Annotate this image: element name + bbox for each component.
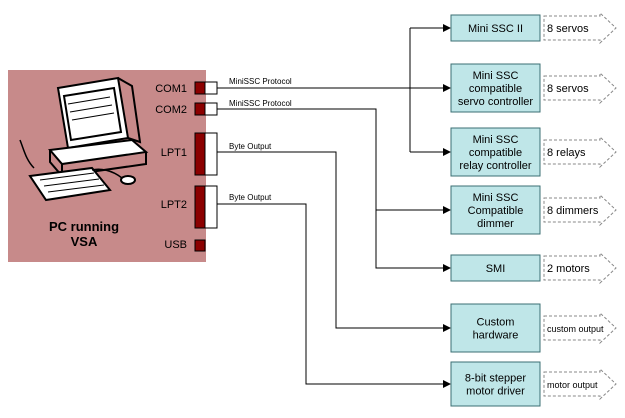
device-label-relay-controller-2: compatible	[469, 147, 522, 159]
output-label-dimmer: 8 dimmers	[547, 205, 599, 217]
pc-block: PC running VSA COM1 COM2 LPT1 LPT2 USB	[8, 70, 218, 262]
computer-icon	[19, 76, 149, 202]
output-arrow-servo-controller	[543, 71, 617, 105]
wire-label-lpt2: Byte Output	[229, 193, 272, 202]
device-label-dimmer-1: Mini SSC	[473, 192, 519, 204]
wire-lpt1-to-custom-hardware	[217, 151, 451, 332]
device-label-servo-controller-2: compatible	[469, 83, 522, 95]
device-box-smi	[450, 254, 541, 282]
output-label-stepper-driver: motor output	[547, 380, 598, 390]
device-label-custom-hardware-1: Custom	[477, 317, 515, 329]
wire-label-lpt1: Byte Output	[229, 142, 272, 151]
device-label-smi-1: SMI	[486, 263, 506, 275]
device-label-stepper-driver-2: motor driver	[466, 386, 525, 398]
device-label-servo-controller-1: Mini SSC	[473, 70, 519, 82]
device-label-dimmer-3: dimmer	[477, 218, 514, 230]
port-lpt1	[194, 132, 218, 176]
device-label-custom-hardware-2: hardware	[473, 330, 519, 342]
wire-com2-to-smi	[217, 108, 451, 272]
device-smi: SMI 2 motors	[450, 251, 617, 285]
device-label-mini-ssc-ii-1: Mini SSC II	[468, 23, 523, 35]
output-label-servo-controller: 8 servos	[547, 83, 589, 95]
pc-title-line2: VSA	[71, 234, 98, 249]
device-label-servo-controller-3: servo controller	[458, 96, 534, 108]
wire-label-com1: MiniSSC Protocol	[229, 77, 292, 86]
port-com1	[194, 81, 218, 95]
port-lpt2	[194, 185, 218, 229]
output-arrow-mini-ssc-ii	[543, 11, 617, 45]
device-box-servo-controller	[450, 63, 541, 113]
output-label-mini-ssc-ii: 8 servos	[547, 23, 589, 35]
device-box-dimmer	[450, 185, 541, 235]
device-label-stepper-driver-1: 8-bit stepper	[465, 373, 526, 385]
output-arrow-custom-hardware	[543, 311, 617, 345]
output-label-relay-controller: 8 relays	[547, 147, 586, 159]
wires: MiniSSC Protocol MiniSSC Protocol Byte O…	[217, 24, 451, 388]
device-label-relay-controller-3: relay controller	[459, 160, 531, 172]
output-arrow-smi	[543, 251, 617, 285]
output-arrow-dimmer	[543, 193, 617, 227]
device-label-relay-controller-1: Mini SSC	[473, 134, 519, 146]
port-usb	[194, 239, 206, 252]
output-label-smi: 2 motors	[547, 263, 590, 275]
device-box-stepper-driver	[450, 361, 541, 407]
port-label-usb: USB	[164, 239, 187, 251]
wire-lpt2-to-stepper-driver	[217, 203, 451, 388]
port-label-lpt1: LPT1	[161, 147, 187, 159]
output-label-custom-hardware: custom output	[547, 324, 604, 334]
port-label-com1: COM1	[155, 83, 187, 95]
pc-title-line1: PC running	[49, 219, 119, 234]
output-arrow-relay-controller	[543, 135, 617, 169]
wire-label-com2: MiniSSC Protocol	[229, 99, 292, 108]
device-label-dimmer-2: Compatible	[468, 205, 524, 217]
device-box-custom-hardware	[450, 303, 541, 353]
device-mini-ssc-ii: Mini SSC II 8 servos	[450, 11, 617, 45]
port-label-com2: COM2	[155, 104, 187, 116]
port-label-lpt2: LPT2	[161, 199, 187, 211]
port-com2	[194, 102, 218, 116]
output-arrow-stepper-driver	[543, 367, 617, 401]
device-box-mini-ssc-ii	[450, 14, 541, 42]
device-box-relay-controller	[450, 127, 541, 177]
